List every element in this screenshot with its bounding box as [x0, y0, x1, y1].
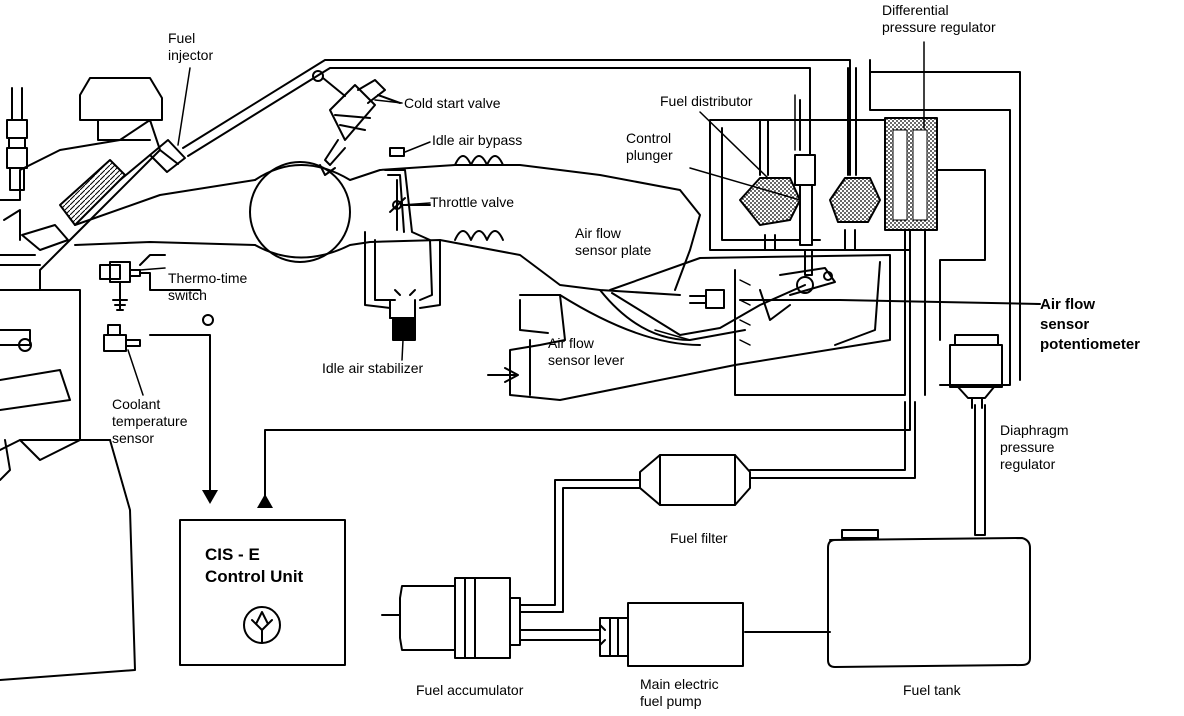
fuel-distributor — [709, 67, 911, 276]
engine-block — [0, 77, 163, 681]
fuel-filter — [639, 454, 751, 506]
air-flow-sensor-housing — [487, 224, 906, 401]
leader-lines — [127, 41, 1041, 396]
fuel-injector — [119, 59, 851, 181]
idle-air-stabilizer — [364, 147, 441, 341]
control-unit-wiring — [149, 229, 911, 506]
label-cold-start-valve: Cold start valve — [404, 95, 501, 111]
label-fuel-distributor: Fuel distributor — [660, 93, 753, 109]
cis-e-control-unit — [179, 519, 346, 666]
fuel-lines — [519, 229, 986, 641]
label-fuel-tank: Fuel tank — [903, 682, 961, 698]
main-electric-fuel-pump — [599, 602, 744, 667]
label-idle-air-bypass: Idle air bypass — [432, 132, 523, 148]
intake-manifold — [74, 155, 701, 296]
fuel-accumulator — [381, 577, 521, 659]
air-flow-sensor-lever — [611, 267, 1041, 336]
label-fuel-accumulator: Fuel accumulator — [416, 682, 524, 698]
label-fuel-filter: Fuel filter — [670, 530, 728, 546]
diaphragm-pressure-regulator — [949, 334, 1003, 409]
thermo-time-switch — [99, 254, 214, 326]
differential-pressure-regulator — [869, 59, 1021, 386]
label-throttle-valve: Throttle valve — [430, 194, 515, 210]
signal-arrow-up-icon — [257, 494, 273, 508]
signal-arrow-down-icon — [202, 490, 218, 504]
label-idle-air-stabilizer: Idle air stabilizer — [322, 360, 424, 376]
cold-start-valve — [312, 70, 401, 176]
coolant-temperature-sensor — [103, 324, 141, 352]
fuel-tank — [827, 529, 1031, 668]
